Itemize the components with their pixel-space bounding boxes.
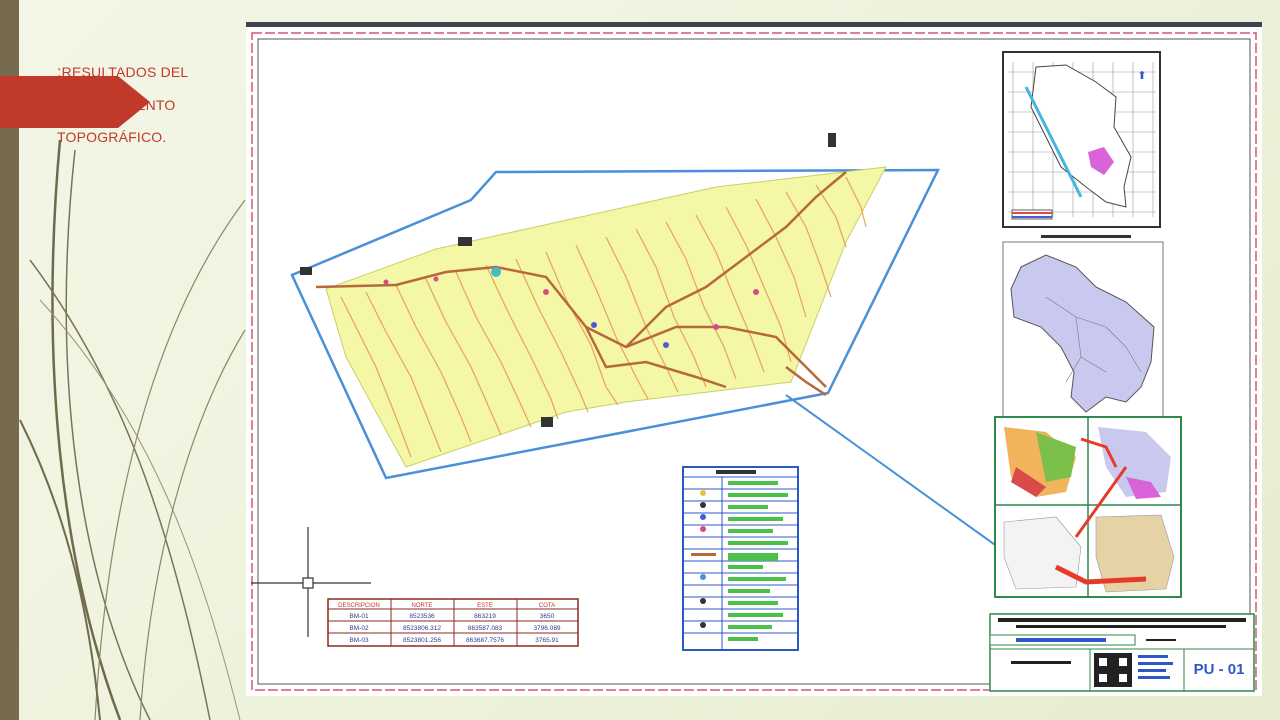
outer-frame	[251, 32, 1257, 691]
north-arrow-icon: ⬆	[1137, 70, 1146, 82]
table-cell: BM-01	[349, 613, 369, 620]
table-cell: 3796.089	[533, 625, 560, 632]
bm-coordinates-table: DESCRIPCION NORTE ESTE COTA BM-01 852353…	[327, 598, 579, 647]
inset-caption-bar	[1041, 235, 1131, 238]
roads	[315, 171, 847, 397]
table-cell: 8523806.312	[403, 625, 441, 632]
table-header-norte: NORTE	[412, 603, 433, 609]
coastline	[1024, 86, 1083, 198]
table-cell: 863219	[474, 613, 496, 620]
scale-bar	[1011, 209, 1053, 220]
terrain-area	[325, 166, 887, 468]
region-outline	[1010, 254, 1155, 413]
map-panel-4	[1095, 514, 1175, 593]
leader-line	[785, 394, 999, 548]
table-cell: 8523801.256	[403, 637, 441, 644]
table-cell: 863587.083	[468, 625, 503, 632]
table-cell: 863687.7576	[466, 637, 504, 644]
contour-lines	[340, 176, 867, 458]
plan-drawing: ⬆	[251, 32, 1257, 692]
table-cell: 3650	[540, 613, 555, 620]
crosshair-icon	[251, 527, 371, 637]
table-header-cota: COTA	[539, 603, 555, 609]
location-arrow-2	[1074, 466, 1128, 538]
table-cell: 8523536	[409, 613, 435, 620]
sheet-code: PU - 01	[1194, 661, 1245, 678]
decorative-swoosh-lines	[19, 139, 246, 720]
region-highlight	[1088, 147, 1114, 175]
left-accent-bar	[0, 0, 19, 720]
survey-markers	[300, 133, 836, 427]
slide-title: :RESULTADOS DEL LEVANTAMIENTO TOPOGRÁFIC…	[57, 56, 247, 153]
topographic-plan-sheet: ⬆	[246, 22, 1262, 696]
district-lines	[1045, 296, 1142, 383]
table-cell: BM-03	[349, 637, 369, 644]
legend-rows	[683, 470, 798, 650]
table-header-este: ESTE	[477, 603, 493, 609]
inner-frame	[257, 38, 1251, 685]
title-block: PU - 01	[989, 613, 1255, 692]
table-header-descripcion: DESCRIPCION	[338, 603, 380, 609]
title-tab-arrow	[0, 76, 150, 128]
location-arrow-1	[1080, 437, 1118, 468]
slide-title-text: RESULTADOS DEL LEVANTAMIENTO TOPOGRÁFICO…	[57, 64, 188, 145]
table-cell: BM-02	[349, 625, 369, 632]
location-arrow-3	[1054, 564, 1147, 585]
slide-title-lead: :	[57, 64, 62, 81]
table-cell: 3765.91	[535, 637, 559, 644]
